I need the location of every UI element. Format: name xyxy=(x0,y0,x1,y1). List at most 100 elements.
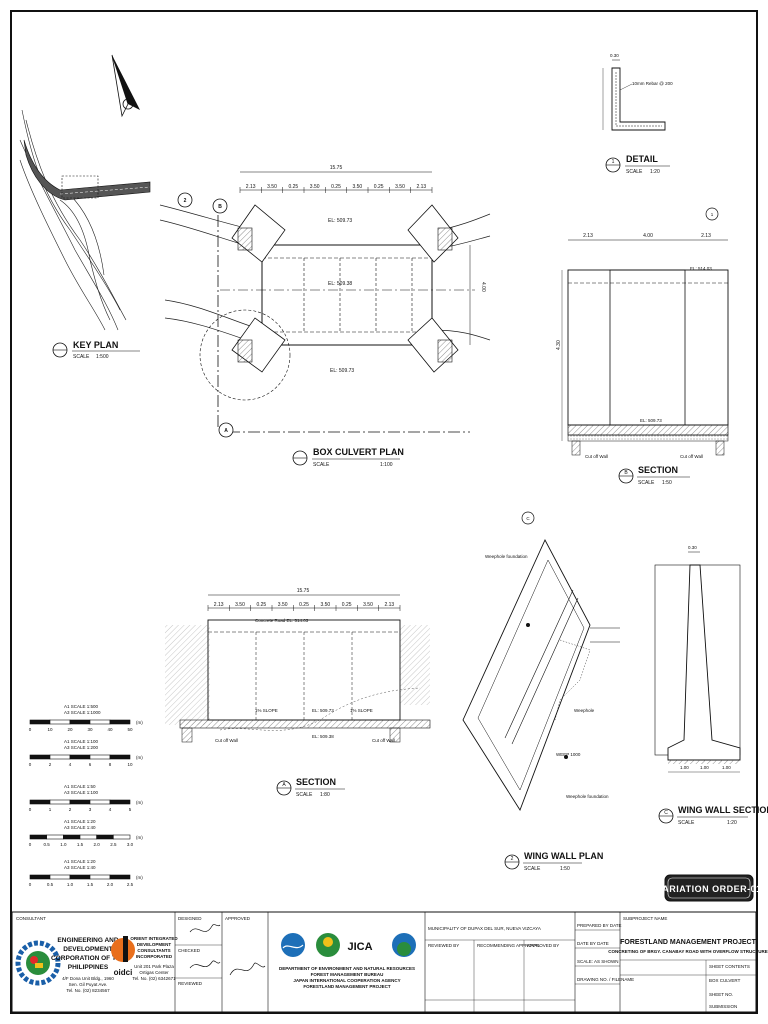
svg-text:3: 3 xyxy=(89,807,92,812)
svg-text:EL: 509.73: EL: 509.73 xyxy=(330,368,354,374)
plan-elevation-labels: EL: 509.73 EL: 509.38 EL: 509.73 4.00 xyxy=(328,218,486,374)
svg-text:CORPORATION OF THE: CORPORATION OF THE xyxy=(51,955,126,962)
svg-text:Tel. No. (02) 8234567: Tel. No. (02) 8234567 xyxy=(66,988,110,993)
svg-text:15.75: 15.75 xyxy=(330,165,343,171)
svg-text:Sen. Gil Puyat Ave.: Sen. Gil Puyat Ave. xyxy=(69,982,108,987)
svg-text:SCALE: SCALE xyxy=(626,169,643,175)
svg-text:WEEP 1000: WEEP 1000 xyxy=(556,752,581,757)
svg-text:A: A xyxy=(224,428,228,434)
svg-text:DESIGNED: DESIGNED xyxy=(178,916,202,921)
svg-text:A1 SCALE 1:20: A1 SCALE 1:20 xyxy=(64,859,96,864)
svg-text:4.30: 4.30 xyxy=(556,340,562,350)
svg-text:MUNICIPALITY OF DUPAX DEL SUR,: MUNICIPALITY OF DUPAX DEL SUR, NUEVA VIZ… xyxy=(428,926,541,931)
svg-text:4: 4 xyxy=(69,762,72,767)
svg-text:1.00: 1.00 xyxy=(700,765,709,770)
svg-text:0: 0 xyxy=(29,762,32,767)
svg-text:DEVELOPMENT: DEVELOPMENT xyxy=(63,946,113,953)
svg-text:A: A xyxy=(282,782,286,788)
svg-text:ORIENT INTEGRATED: ORIENT INTEGRATED xyxy=(130,936,178,941)
svg-text:A3 SCALE 1:40: A3 SCALE 1:40 xyxy=(64,865,96,870)
key-plan-title: KEY PLAN SCALE 1:500 xyxy=(52,340,140,360)
svg-text:BOX CULVERT PLAN: BOX CULVERT PLAN xyxy=(313,447,404,457)
svg-text:SCALE: AS SHOWN: SCALE: AS SHOWN xyxy=(577,959,619,964)
key-plan-road xyxy=(23,139,151,201)
svg-text:CONSULTANTS: CONSULTANTS xyxy=(137,948,170,953)
svg-text:CONSULTANT: CONSULTANT xyxy=(16,916,46,921)
svg-text:8: 8 xyxy=(109,762,112,767)
svg-text:DEVELOPMENT: DEVELOPMENT xyxy=(137,942,172,947)
svg-text:SCALE: SCALE xyxy=(638,480,655,486)
segment-dimension: 0.25 xyxy=(299,602,309,608)
signature-1 xyxy=(189,924,221,933)
svg-text:DEPARTMENT OF ENVIRONMENT AND: DEPARTMENT OF ENVIRONMENT AND NATURAL RE… xyxy=(279,966,415,971)
svg-text:Cut off Wall: Cut off Wall xyxy=(372,738,395,743)
svg-text:2: 2 xyxy=(511,856,514,862)
svg-text:FORESTLAND MANAGEMENT PROJECT: FORESTLAND MANAGEMENT PROJECT xyxy=(620,939,756,946)
svg-text:0.30: 0.30 xyxy=(610,53,619,58)
svg-text:DRAWING NO. / FILENAME: DRAWING NO. / FILENAME xyxy=(577,977,634,982)
segment-dimension: 2.13 xyxy=(214,602,224,608)
svg-text:(m): (m) xyxy=(136,800,143,805)
svg-text:10mm Rebar @ 200: 10mm Rebar @ 200 xyxy=(632,81,673,86)
svg-text:1: 1 xyxy=(612,159,615,165)
svg-text:Cut off Wall: Cut off Wall xyxy=(680,454,703,459)
svg-text:(m): (m) xyxy=(136,755,143,760)
svg-text:0.5: 0.5 xyxy=(44,842,51,847)
segment-dimension: 3.50 xyxy=(235,602,245,608)
section-cut-line: 2 B A xyxy=(177,192,470,438)
svg-text:SECTION: SECTION xyxy=(296,777,336,787)
svg-text:1% SLOPE: 1% SLOPE xyxy=(255,708,278,713)
svg-text:BOX CULVERT: BOX CULVERT xyxy=(709,978,741,983)
svg-text:1:100: 1:100 xyxy=(380,462,393,468)
svg-text:C: C xyxy=(664,810,668,816)
svg-text:6: 6 xyxy=(89,762,92,767)
svg-text:Cut off Wall: Cut off Wall xyxy=(215,738,238,743)
agency-logos: JICA xyxy=(281,933,416,957)
svg-text:2.13: 2.13 xyxy=(701,233,711,239)
svg-text:4: 4 xyxy=(109,807,112,812)
svg-text:2: 2 xyxy=(69,807,72,812)
detail-1: 0.30 10mm Rebar @ 200 1 DETAIL SCALE 1:2… xyxy=(602,53,673,175)
svg-text:0: 0 xyxy=(29,842,32,847)
svg-text:oidci: oidci xyxy=(114,968,133,977)
svg-text:INCORPORATED: INCORPORATED xyxy=(136,954,173,959)
svg-text:EL: 509.73: EL: 509.73 xyxy=(312,708,334,713)
wing-wall-plan-title: 2 WING WALL PLAN SCALE 1:50 xyxy=(504,851,603,872)
svg-text:B: B xyxy=(218,204,222,210)
svg-text:CHECKED: CHECKED xyxy=(178,948,201,953)
title-block: CONSULTANT ENGINEERING AND DEVELOPMENT C… xyxy=(11,911,768,1013)
segment-dimension: 3.50 xyxy=(395,184,405,190)
svg-text:0.30: 0.30 xyxy=(688,545,697,550)
wing-wall-section: 0.30 1.00 1.00 1.00 C WING WALL SECTION … xyxy=(654,545,768,826)
svg-text:EL: 509.38: EL: 509.38 xyxy=(312,734,334,739)
segment-dimension: 2.13 xyxy=(416,184,426,190)
svg-text:SUBPROJECT NAME: SUBPROJECT NAME xyxy=(623,916,667,921)
svg-text:Concrete Road EL: 514.03: Concrete Road EL: 514.03 xyxy=(255,618,309,623)
svg-text:(m): (m) xyxy=(136,835,143,840)
svg-text:WING WALL PLAN: WING WALL PLAN xyxy=(524,851,603,861)
svg-text:0.5: 0.5 xyxy=(47,882,54,887)
svg-text:2.0: 2.0 xyxy=(94,842,101,847)
svg-text:APPROVED BY: APPROVED BY xyxy=(527,943,559,948)
svg-text:(m): (m) xyxy=(136,875,143,880)
svg-text:1.0: 1.0 xyxy=(60,842,67,847)
oidci-logo: oidci xyxy=(111,936,135,977)
svg-text:REVIEWED: REVIEWED xyxy=(178,981,203,986)
plan-wing-walls xyxy=(231,204,459,373)
svg-text:40: 40 xyxy=(107,727,113,732)
svg-text:A3 SCALE 1:40: A3 SCALE 1:40 xyxy=(64,825,96,830)
svg-text:1:50: 1:50 xyxy=(662,480,672,486)
svg-text:FOREST MANAGEMENT BUREAU: FOREST MANAGEMENT BUREAU xyxy=(311,972,384,977)
segment-dimension: 0.25 xyxy=(331,184,341,190)
svg-text:Cut off Wall: Cut off Wall xyxy=(585,454,608,459)
svg-text:ENGINEERING AND: ENGINEERING AND xyxy=(57,937,118,944)
svg-text:DATE BY DATE: DATE BY DATE xyxy=(577,941,609,946)
segment-dimension: 3.50 xyxy=(363,602,373,608)
signature-3 xyxy=(229,962,266,976)
